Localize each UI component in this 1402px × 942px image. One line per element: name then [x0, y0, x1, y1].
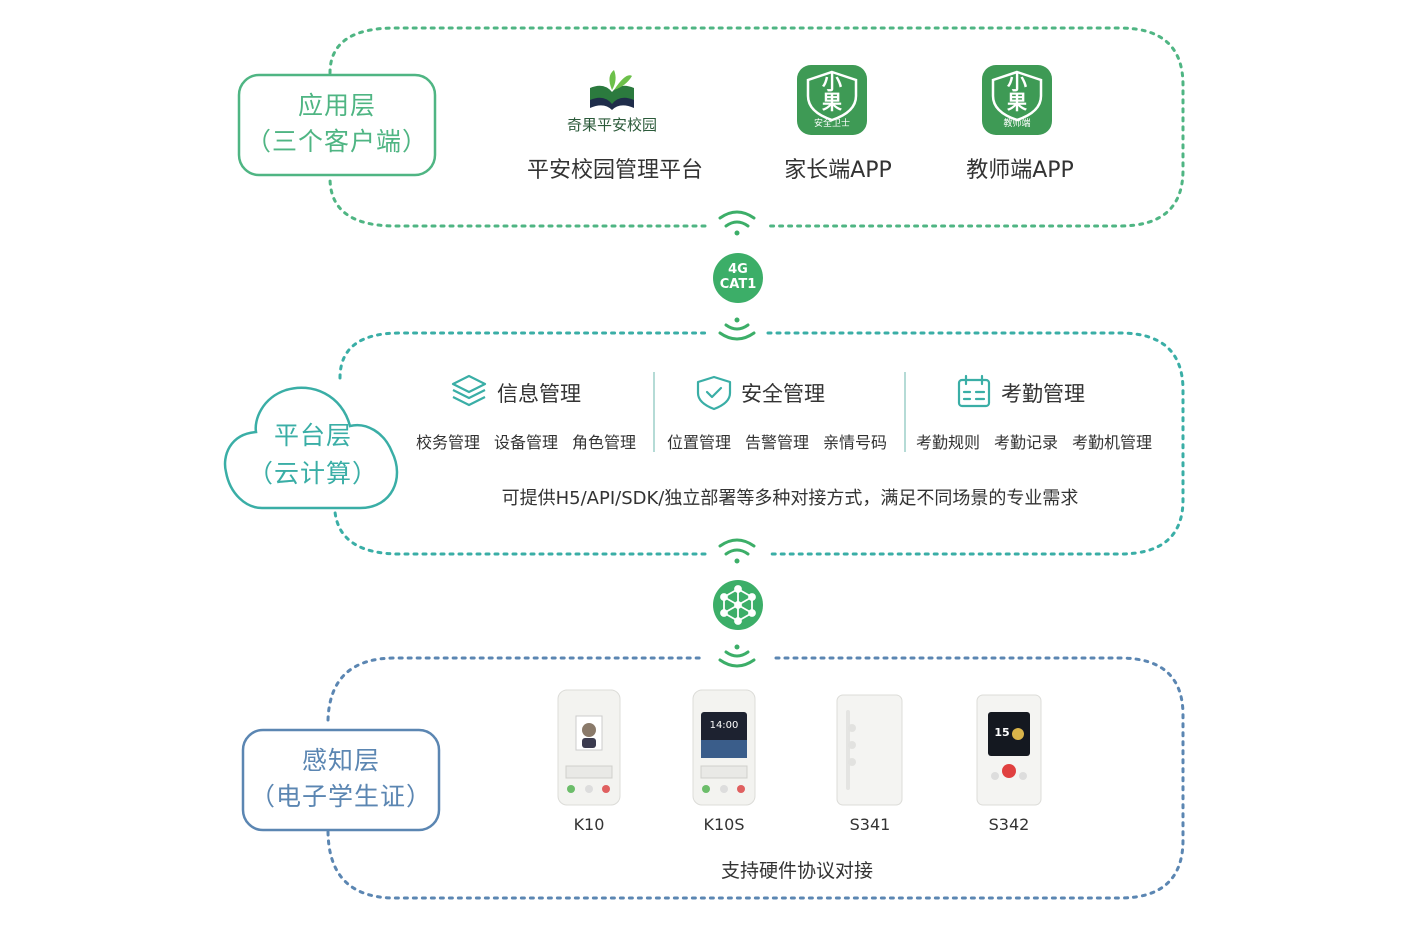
module-item: 设备管理 [494, 433, 559, 452]
parent-app-icon-text: 小 果 [822, 70, 842, 114]
platform-layer-subtitle: （云计算） [247, 459, 378, 488]
wifi-icon [718, 317, 756, 341]
module-title-security: 安全管理 [741, 382, 825, 406]
module-item: 角色管理 [572, 433, 637, 452]
sense-note: 支持硬件协议对接 [720, 860, 873, 882]
sense-layer-border [326, 656, 1185, 900]
badge-4g-text: 4G [728, 262, 748, 277]
calendar-icon [957, 374, 991, 408]
platform-layer-border [333, 331, 1185, 556]
device-name-k10: K10 [573, 815, 605, 834]
app-name-platform: 平安校园管理平台 [526, 158, 703, 183]
book-leaf-logo [590, 70, 634, 110]
module-item: 告警管理 [745, 433, 810, 452]
device-s342-image [976, 694, 1042, 806]
device-k10-image [557, 689, 621, 806]
device-name-s342: S342 [988, 815, 1030, 834]
logo-caption: 奇果平安校园 [566, 116, 657, 134]
device-name-k10s: K10S [703, 815, 745, 834]
module-item: 校务管理 [416, 433, 481, 452]
sense-layer-subtitle: （电子学生证） [249, 782, 432, 811]
app-layer-label-box [237, 73, 437, 177]
network-icon [720, 585, 756, 625]
platform-layer-cloud [223, 386, 399, 510]
app-layer-border [328, 26, 1185, 228]
k10s-screen-time: 14:00 [709, 720, 739, 731]
parent-app-icon-caption: 安全卫士 [813, 119, 850, 129]
shield-app-icon [806, 70, 858, 122]
badge-cat1-text: CAT1 [719, 277, 757, 292]
app-name-parent: 家长端APP [784, 158, 892, 183]
s342-screen-time: 15 [994, 726, 1010, 739]
app-layer-title: 应用层 [297, 91, 376, 120]
network-4g-badge [713, 253, 763, 303]
wifi-icon [718, 644, 756, 668]
module-item: 考勤规则 [916, 433, 981, 452]
sense-layer-label-box [241, 728, 441, 832]
module-title-attendance: 考勤管理 [1001, 382, 1085, 406]
teacher-app-icon-text: 小 果 [1007, 70, 1027, 114]
platform-layer-title: 平台层 [273, 421, 352, 450]
app-name-teacher: 教师端APP [966, 158, 1074, 183]
wifi-icon [718, 210, 756, 236]
module-item: 考勤记录 [994, 433, 1059, 452]
device-s341-image [836, 694, 903, 806]
module-item: 亲情号码 [823, 433, 888, 452]
parent-app-icon-bg [797, 65, 867, 135]
wifi-icon [718, 538, 756, 564]
shield-check-icon [696, 375, 732, 411]
module-item: 考勤机管理 [1072, 433, 1153, 452]
teacher-app-icon-caption: 教师端 [1003, 119, 1031, 129]
device-k10s-image [692, 689, 756, 806]
app-layer-subtitle: （三个客户端） [245, 127, 428, 156]
platform-note: 可提供H5/API/SDK/独立部署等多种对接方式，满足不同场景的专业需求 [501, 488, 1079, 509]
teacher-app-icon-bg [982, 65, 1052, 135]
device-name-s341: S341 [849, 815, 891, 834]
module-title-info: 信息管理 [497, 382, 581, 406]
sense-layer-title: 感知层 [301, 746, 380, 775]
layers-icon [451, 374, 487, 407]
module-item: 位置管理 [667, 433, 732, 452]
shield-app-icon [991, 70, 1043, 122]
